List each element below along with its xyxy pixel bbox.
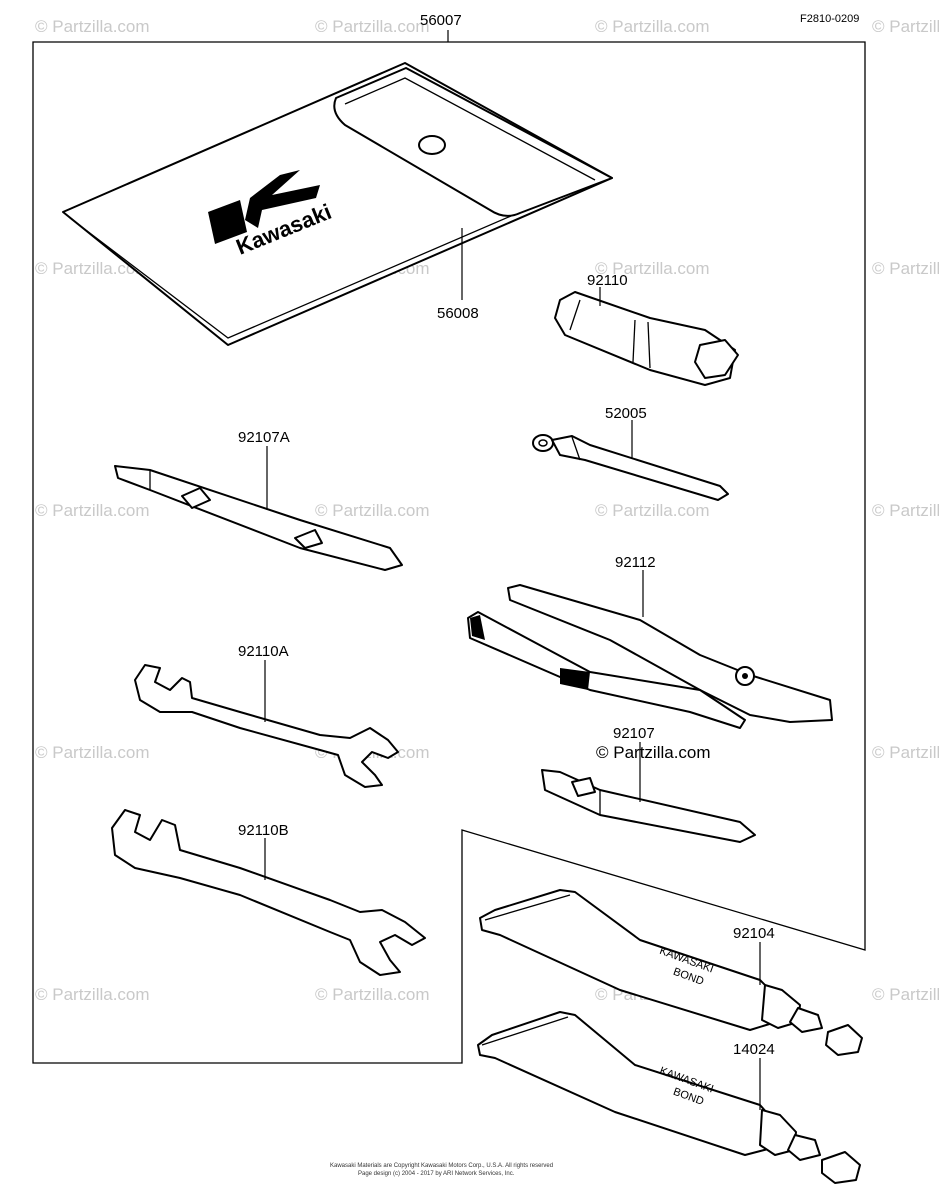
watermark: © Partzilla.com (872, 743, 939, 762)
part-label-92110B[interactable]: 92110B (238, 822, 289, 839)
watermark: © Partzilla.com (35, 259, 150, 278)
watermark: © Partzilla.com (35, 501, 150, 520)
part-label-92107A[interactable]: 92107A (238, 429, 290, 446)
footer-design: Page design (c) 2004 - 2017 by ARI Netwo… (358, 1171, 515, 1177)
watermark: © Partzilla.com (872, 259, 939, 278)
wrench-small[interactable] (134, 664, 399, 788)
watermark: © Partzilla.com (595, 501, 710, 520)
watermark: © Partzilla.com (35, 17, 150, 36)
watermark: © Partzilla.com (872, 985, 939, 1004)
plug-wrench[interactable] (554, 291, 739, 386)
watermark: © Partzilla.com (315, 17, 430, 36)
part-label-56008[interactable]: 56008 (437, 305, 479, 322)
part-label-92107[interactable]: 92107 (613, 725, 655, 742)
part-label-92112[interactable]: 92112 (615, 554, 656, 571)
kit-label: 56007 (420, 12, 462, 29)
part-label-92110[interactable]: 92110 (587, 272, 628, 289)
ref-code: F2810-0209 (800, 13, 859, 25)
watermark: © Partzilla.com (872, 17, 939, 36)
footer-copyright: Kawasaki Materials are Copyright Kawasak… (330, 1163, 553, 1169)
wrench-large[interactable] (111, 809, 426, 976)
watermark: © Partzilla.com (596, 743, 711, 762)
part-label-52005[interactable]: 52005 (605, 405, 647, 422)
screwdriver-bit-short[interactable] (541, 769, 756, 843)
part-label-92110A[interactable]: 92110A (238, 643, 289, 660)
bond-tube-14024[interactable]: KAWASAKI BOND (477, 1011, 861, 1184)
watermark: © Partzilla.com (315, 985, 430, 1004)
watermark: © Partzilla.com (315, 501, 430, 520)
watermark: © Partzilla.com (595, 17, 710, 36)
watermark: © Partzilla.com (872, 501, 939, 520)
tool-pouch[interactable]: Kawasaki (62, 62, 613, 346)
kit-outline (32, 41, 866, 1064)
screwdriver-bit-long[interactable] (114, 465, 403, 571)
part-label-14024[interactable]: 14024 (733, 1041, 775, 1058)
watermark: © Partzilla.com (35, 743, 150, 762)
pliers[interactable] (467, 584, 833, 729)
bond-tube-92104[interactable]: KAWASAKI BOND (479, 889, 863, 1056)
watermark: © Partzilla.com (595, 259, 710, 278)
screwdriver-handle[interactable] (532, 434, 729, 501)
watermark: © Partzilla.com (35, 985, 150, 1004)
part-label-92104[interactable]: 92104 (733, 925, 775, 942)
